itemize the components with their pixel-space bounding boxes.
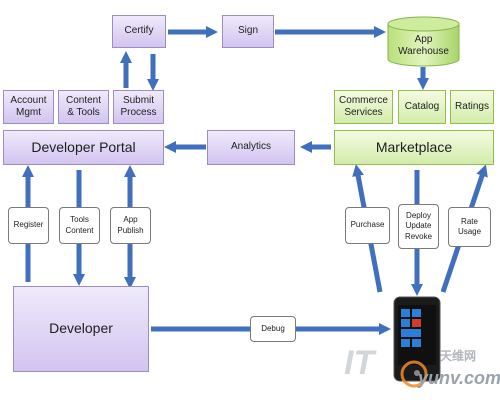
watermark-domain: yunv.com — [418, 368, 500, 388]
watermark-logo: IT — [344, 344, 428, 388]
marketplace-label: Marketplace — [375, 138, 453, 155]
developer-label: Developer — [49, 320, 113, 337]
certify-label: Certify — [124, 25, 154, 37]
submit-process-node: Submit Process — [113, 90, 164, 124]
app-warehouse-node: App Warehouse — [387, 16, 460, 67]
ratings-node: Ratings — [450, 90, 494, 124]
commerce-services-node: Commerce Services — [334, 90, 393, 124]
tools-content-label: Tools Content — [59, 207, 100, 244]
sign-node: Sign — [222, 15, 274, 48]
developer-portal-node: Developer Portal — [3, 130, 164, 165]
rate-usage-label: Rate Usage — [448, 207, 491, 247]
deploy-update-revoke-label: Deploy Update Revoke — [398, 204, 439, 249]
debug-label: Debug — [250, 316, 296, 342]
analytics-label: Analytics — [230, 141, 271, 153]
purchase-label: Purchase — [345, 207, 390, 244]
svg-text:IT: IT — [344, 344, 377, 382]
developer-node: Developer — [13, 286, 149, 372]
watermark-brand: 天维网 — [440, 349, 477, 363]
developer-portal-label: Developer Portal — [31, 138, 136, 155]
database-icon — [387, 16, 460, 67]
windows-phone-icon — [393, 296, 441, 382]
content-tools-node: Content & Tools — [58, 90, 109, 124]
app-publish-label: App Publish — [110, 207, 151, 244]
analytics-node: Analytics — [207, 130, 295, 165]
marketplace-node: Marketplace — [334, 130, 494, 165]
register-label: Register — [8, 207, 49, 244]
sign-label: Sign — [237, 25, 258, 37]
catalog-node: Catalog — [398, 90, 446, 124]
account-mgmt-node: Account Mgmt — [3, 90, 54, 124]
app-warehouse-label: App Warehouse — [398, 33, 449, 58]
certify-node: Certify — [112, 15, 166, 48]
